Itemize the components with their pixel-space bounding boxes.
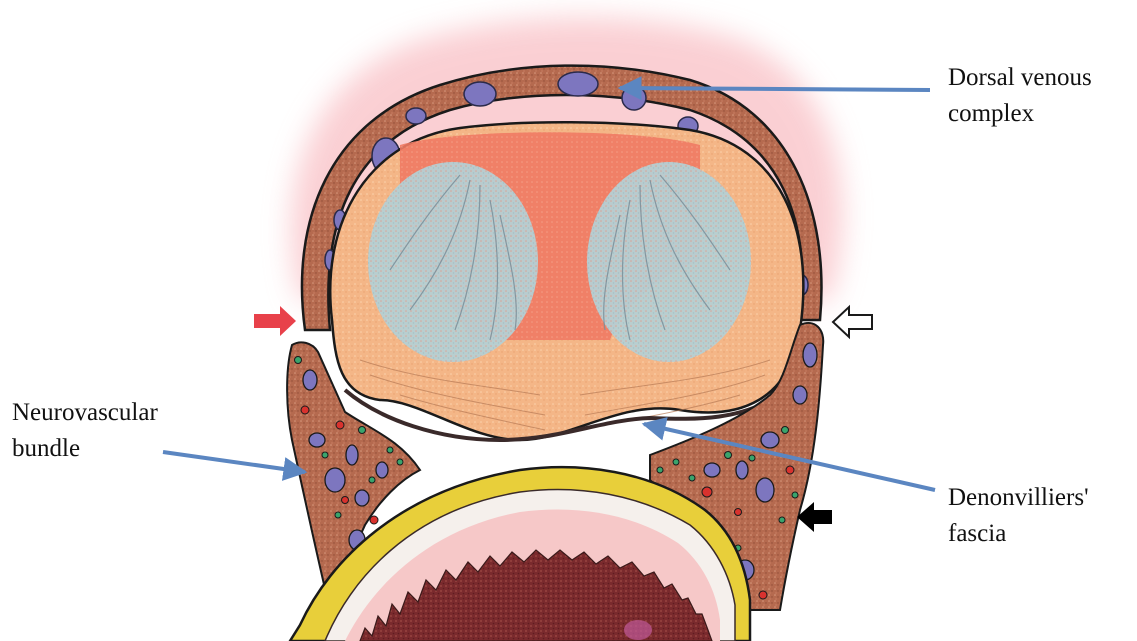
neurovascular-bundle-label-line2: bundle <box>12 431 158 467</box>
neurovascular-bundle-label-line1: Neurovascular <box>12 395 158 431</box>
prostate-gland <box>330 122 803 440</box>
neurovascular-bundle-pointer <box>163 452 305 472</box>
neurovascular-bundle-label: Neurovascular bundle <box>12 395 158 467</box>
dorsal-venous-complex-label: Dorsal venous complex <box>948 60 1092 132</box>
denonvilliers-fascia-label: Denonvilliers' fascia <box>948 480 1089 552</box>
white-hollow-arrow-icon <box>833 307 872 337</box>
dorsal-venous-complex-label-line2: complex <box>948 96 1092 132</box>
left-prostatic-lobe <box>368 162 538 362</box>
right-prostatic-lobe <box>587 162 751 362</box>
denonvilliers-fascia-label-line1: Denonvilliers' <box>948 480 1089 516</box>
denonvilliers-fascia-label-line2: fascia <box>948 516 1089 552</box>
dorsal-venous-complex-pointer <box>620 88 930 90</box>
red-solid-arrow-icon <box>254 306 296 336</box>
black-solid-arrow-icon <box>797 502 832 532</box>
dorsal-venous-complex-label-line1: Dorsal venous <box>948 60 1092 96</box>
